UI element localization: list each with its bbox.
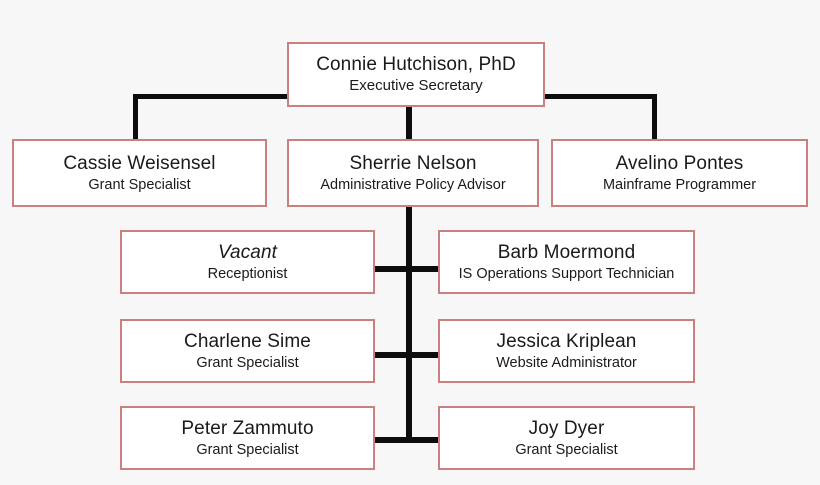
- org-node-cassie-weisensel[interactable]: Cassie Weisensel Grant Specialist: [12, 139, 267, 207]
- connector-drop-center: [406, 105, 412, 139]
- org-node-name: Peter Zammuto: [181, 417, 314, 439]
- org-node-title: Administrative Policy Advisor: [320, 177, 506, 194]
- org-node-name: Avelino Pontes: [615, 152, 744, 174]
- connector-arm-left-1: [375, 266, 409, 272]
- connector-arm-right-3: [409, 437, 440, 443]
- org-node-charlene-sime[interactable]: Charlene Sime Grant Specialist: [120, 319, 375, 383]
- org-node-vacant-receptionist[interactable]: Vacant Receptionist: [120, 230, 375, 294]
- org-node-title: Grant Specialist: [196, 442, 299, 459]
- org-node-jessica-kriplean[interactable]: Jessica Kriplean Website Administrator: [438, 319, 695, 383]
- org-node-barb-moermond[interactable]: Barb Moermond IS Operations Support Tech…: [438, 230, 695, 294]
- org-node-name: Jessica Kriplean: [496, 330, 637, 352]
- connector-spine: [406, 207, 412, 443]
- org-node-title: Receptionist: [207, 266, 288, 283]
- org-node-title: Grant Specialist: [196, 355, 299, 372]
- connector-drop-left: [133, 94, 138, 139]
- org-node-name: Vacant: [217, 241, 278, 263]
- org-node-name: Barb Moermond: [497, 241, 636, 263]
- org-node-peter-zammuto[interactable]: Peter Zammuto Grant Specialist: [120, 406, 375, 470]
- connector-root-bus-left: [133, 94, 290, 99]
- connector-arm-right-2: [409, 352, 440, 358]
- org-node-title: IS Operations Support Technician: [458, 266, 675, 283]
- org-node-title: Executive Secretary: [349, 77, 483, 95]
- org-node-name: Charlene Sime: [184, 330, 311, 352]
- connector-arm-left-2: [375, 352, 409, 358]
- org-node-title: Grant Specialist: [88, 177, 191, 194]
- org-node-name: Sherrie Nelson: [349, 152, 477, 174]
- org-node-sherrie-nelson[interactable]: Sherrie Nelson Administrative Policy Adv…: [287, 139, 539, 207]
- connector-arm-left-3: [375, 437, 409, 443]
- org-node-joy-dyer[interactable]: Joy Dyer Grant Specialist: [438, 406, 695, 470]
- connector-root-bus-right: [541, 94, 657, 99]
- connector-arm-right-1: [409, 266, 440, 272]
- org-node-name: Cassie Weisensel: [63, 152, 216, 174]
- org-node-name: Connie Hutchison, PhD: [316, 53, 516, 75]
- org-node-title: Grant Specialist: [515, 442, 618, 459]
- org-node-title: Mainframe Programmer: [602, 177, 757, 194]
- org-node-root[interactable]: Connie Hutchison, PhD Executive Secretar…: [287, 42, 545, 107]
- org-node-avelino-pontes[interactable]: Avelino Pontes Mainframe Programmer: [551, 139, 808, 207]
- connector-drop-right: [652, 94, 657, 139]
- org-node-name: Joy Dyer: [528, 417, 605, 439]
- org-node-title: Website Administrator: [496, 355, 637, 372]
